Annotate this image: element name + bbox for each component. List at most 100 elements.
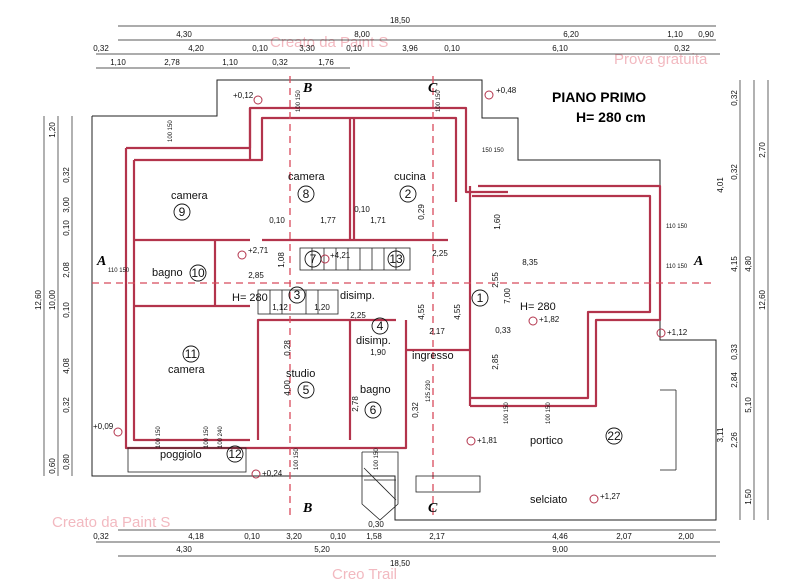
level-value: +2,71 xyxy=(248,246,269,255)
dimension-label: 0,30 xyxy=(368,520,384,529)
dimension-label: 4,80 xyxy=(744,256,753,272)
dimension-label: 2,07 xyxy=(616,532,632,541)
level-value: +0,24 xyxy=(262,469,283,478)
dimension-label: 4,01 xyxy=(716,177,725,193)
dimension-label: 0,10 xyxy=(346,44,362,53)
dimension-label: 2,17 xyxy=(429,532,445,541)
dimension-label: 0,32 xyxy=(272,58,288,67)
dimension-label: 3,96 xyxy=(402,44,418,53)
dimension-label: 0,32 xyxy=(62,167,71,183)
section-label-b-top: B xyxy=(302,81,312,96)
dimension-label: 2,55 xyxy=(491,272,500,288)
dimension-label: 1,50 xyxy=(744,489,753,505)
dimension-label: 4,18 xyxy=(188,532,204,541)
window-label: 100 150 xyxy=(168,120,174,142)
dimension-label: 0,32 xyxy=(411,402,420,418)
room-name: cucina xyxy=(394,171,427,183)
window-label: 100 150 xyxy=(204,426,210,448)
dimension-label: 1,77 xyxy=(320,216,336,225)
room-number: 7 xyxy=(310,252,317,266)
level-value: +1,81 xyxy=(477,436,498,445)
dimension-label: 8,35 xyxy=(522,258,538,267)
dimension-label: 2,70 xyxy=(758,142,767,158)
dimension-label: 0,10 xyxy=(62,302,71,318)
window-label: 100 150 xyxy=(504,402,510,424)
dimension-label: 2,85 xyxy=(491,354,500,370)
stair-detail xyxy=(127,247,677,521)
dimension-label: 3,30 xyxy=(299,44,315,53)
room-number: 10 xyxy=(191,266,205,280)
dimension-label: 1,10 xyxy=(667,30,683,39)
dimension-label: 0,33 xyxy=(730,344,739,360)
dimension-label: 4,30 xyxy=(176,30,192,39)
window-label: 100 150 xyxy=(436,90,442,112)
dimension-label: 2,78 xyxy=(164,58,180,67)
room-number: 11 xyxy=(185,347,198,361)
dimension-label: 0,10 xyxy=(269,216,285,225)
level-value: +0,09 xyxy=(93,422,114,431)
plan-title: PIANO PRIMO xyxy=(552,89,646,105)
dimension-label: 1,71 xyxy=(370,216,386,225)
dimension-label: 1,12 xyxy=(272,303,288,312)
dimension-label: 0,32 xyxy=(62,397,71,413)
dimension-lines xyxy=(43,25,769,557)
level-value: +1,27 xyxy=(600,492,621,501)
dimension-label: 18,50 xyxy=(390,16,411,25)
dimension-label: 0,29 xyxy=(417,204,426,220)
room-name: bagno xyxy=(152,267,183,279)
level-value: +0,12 xyxy=(233,91,254,100)
dimension-label: 0,10 xyxy=(62,220,71,236)
room-name: bagno xyxy=(360,384,391,396)
dimension-label: 9,00 xyxy=(552,545,568,554)
dimension-label: 2,08 xyxy=(62,262,71,278)
window-label: 100 150 xyxy=(546,402,552,424)
dimension-label: 0,10 xyxy=(444,44,460,53)
room-name: disimp. xyxy=(340,290,375,302)
room-name: selciato xyxy=(530,494,567,506)
dimension-label: 2,25 xyxy=(350,311,366,320)
window-label: 100 150 xyxy=(374,448,380,470)
room-number-circles xyxy=(173,185,623,463)
window-label: 110 150 xyxy=(666,224,688,230)
window-labels: 100 150 100 150 100 150 150 150 110 150 … xyxy=(108,90,688,470)
dimension-label: 12,60 xyxy=(34,289,43,310)
dimension-label: 0,28 xyxy=(283,340,292,356)
dimension-label: 5,10 xyxy=(744,397,753,413)
level-value: +0,48 xyxy=(496,86,517,95)
room-number: 6 xyxy=(370,403,377,417)
dimension-label: 2,85 xyxy=(248,271,264,280)
room-number: 5 xyxy=(303,383,310,397)
dimension-label: 2,84 xyxy=(730,372,739,388)
dimension-label: 1,58 xyxy=(366,532,382,541)
dimension-label: 18,50 xyxy=(390,559,411,568)
dimension-label: 0,32 xyxy=(674,44,690,53)
dimension-label: 7,00 xyxy=(503,288,512,304)
window-label: 100 150 xyxy=(296,90,302,112)
dimension-label: 0,33 xyxy=(495,326,511,335)
room-name: portico xyxy=(530,435,563,447)
section-label-a-right: A xyxy=(693,254,703,269)
dimension-label: 4,20 xyxy=(188,44,204,53)
dimension-label: 3,00 xyxy=(62,197,71,213)
room-height: H= 280 xyxy=(520,301,556,313)
dimension-label: 1,20 xyxy=(48,122,57,138)
dimension-label: 4,55 xyxy=(453,304,462,320)
dimension-label: 1,60 xyxy=(493,214,502,230)
watermark-text: Creato da Paint S xyxy=(270,34,388,51)
dimension-label: 6,10 xyxy=(552,44,568,53)
room-number: 12 xyxy=(228,447,242,461)
room-number: 22 xyxy=(607,429,621,443)
dimension-label: 4,15 xyxy=(730,256,739,272)
plan-height: H= 280 cm xyxy=(576,109,646,125)
dimension-label: 1,20 xyxy=(314,303,330,312)
dimension-label: 2,17 xyxy=(429,327,445,336)
level-markers xyxy=(113,90,666,504)
dimension-label: 0,32 xyxy=(93,532,109,541)
dimension-label: 10,00 xyxy=(48,289,57,310)
dimension-label: 1,10 xyxy=(110,58,126,67)
room-number: 8 xyxy=(303,187,310,201)
dimension-label: 3,11 xyxy=(716,427,725,443)
dimension-label: 0,60 xyxy=(48,458,57,474)
room-name: disimp. xyxy=(356,335,391,347)
